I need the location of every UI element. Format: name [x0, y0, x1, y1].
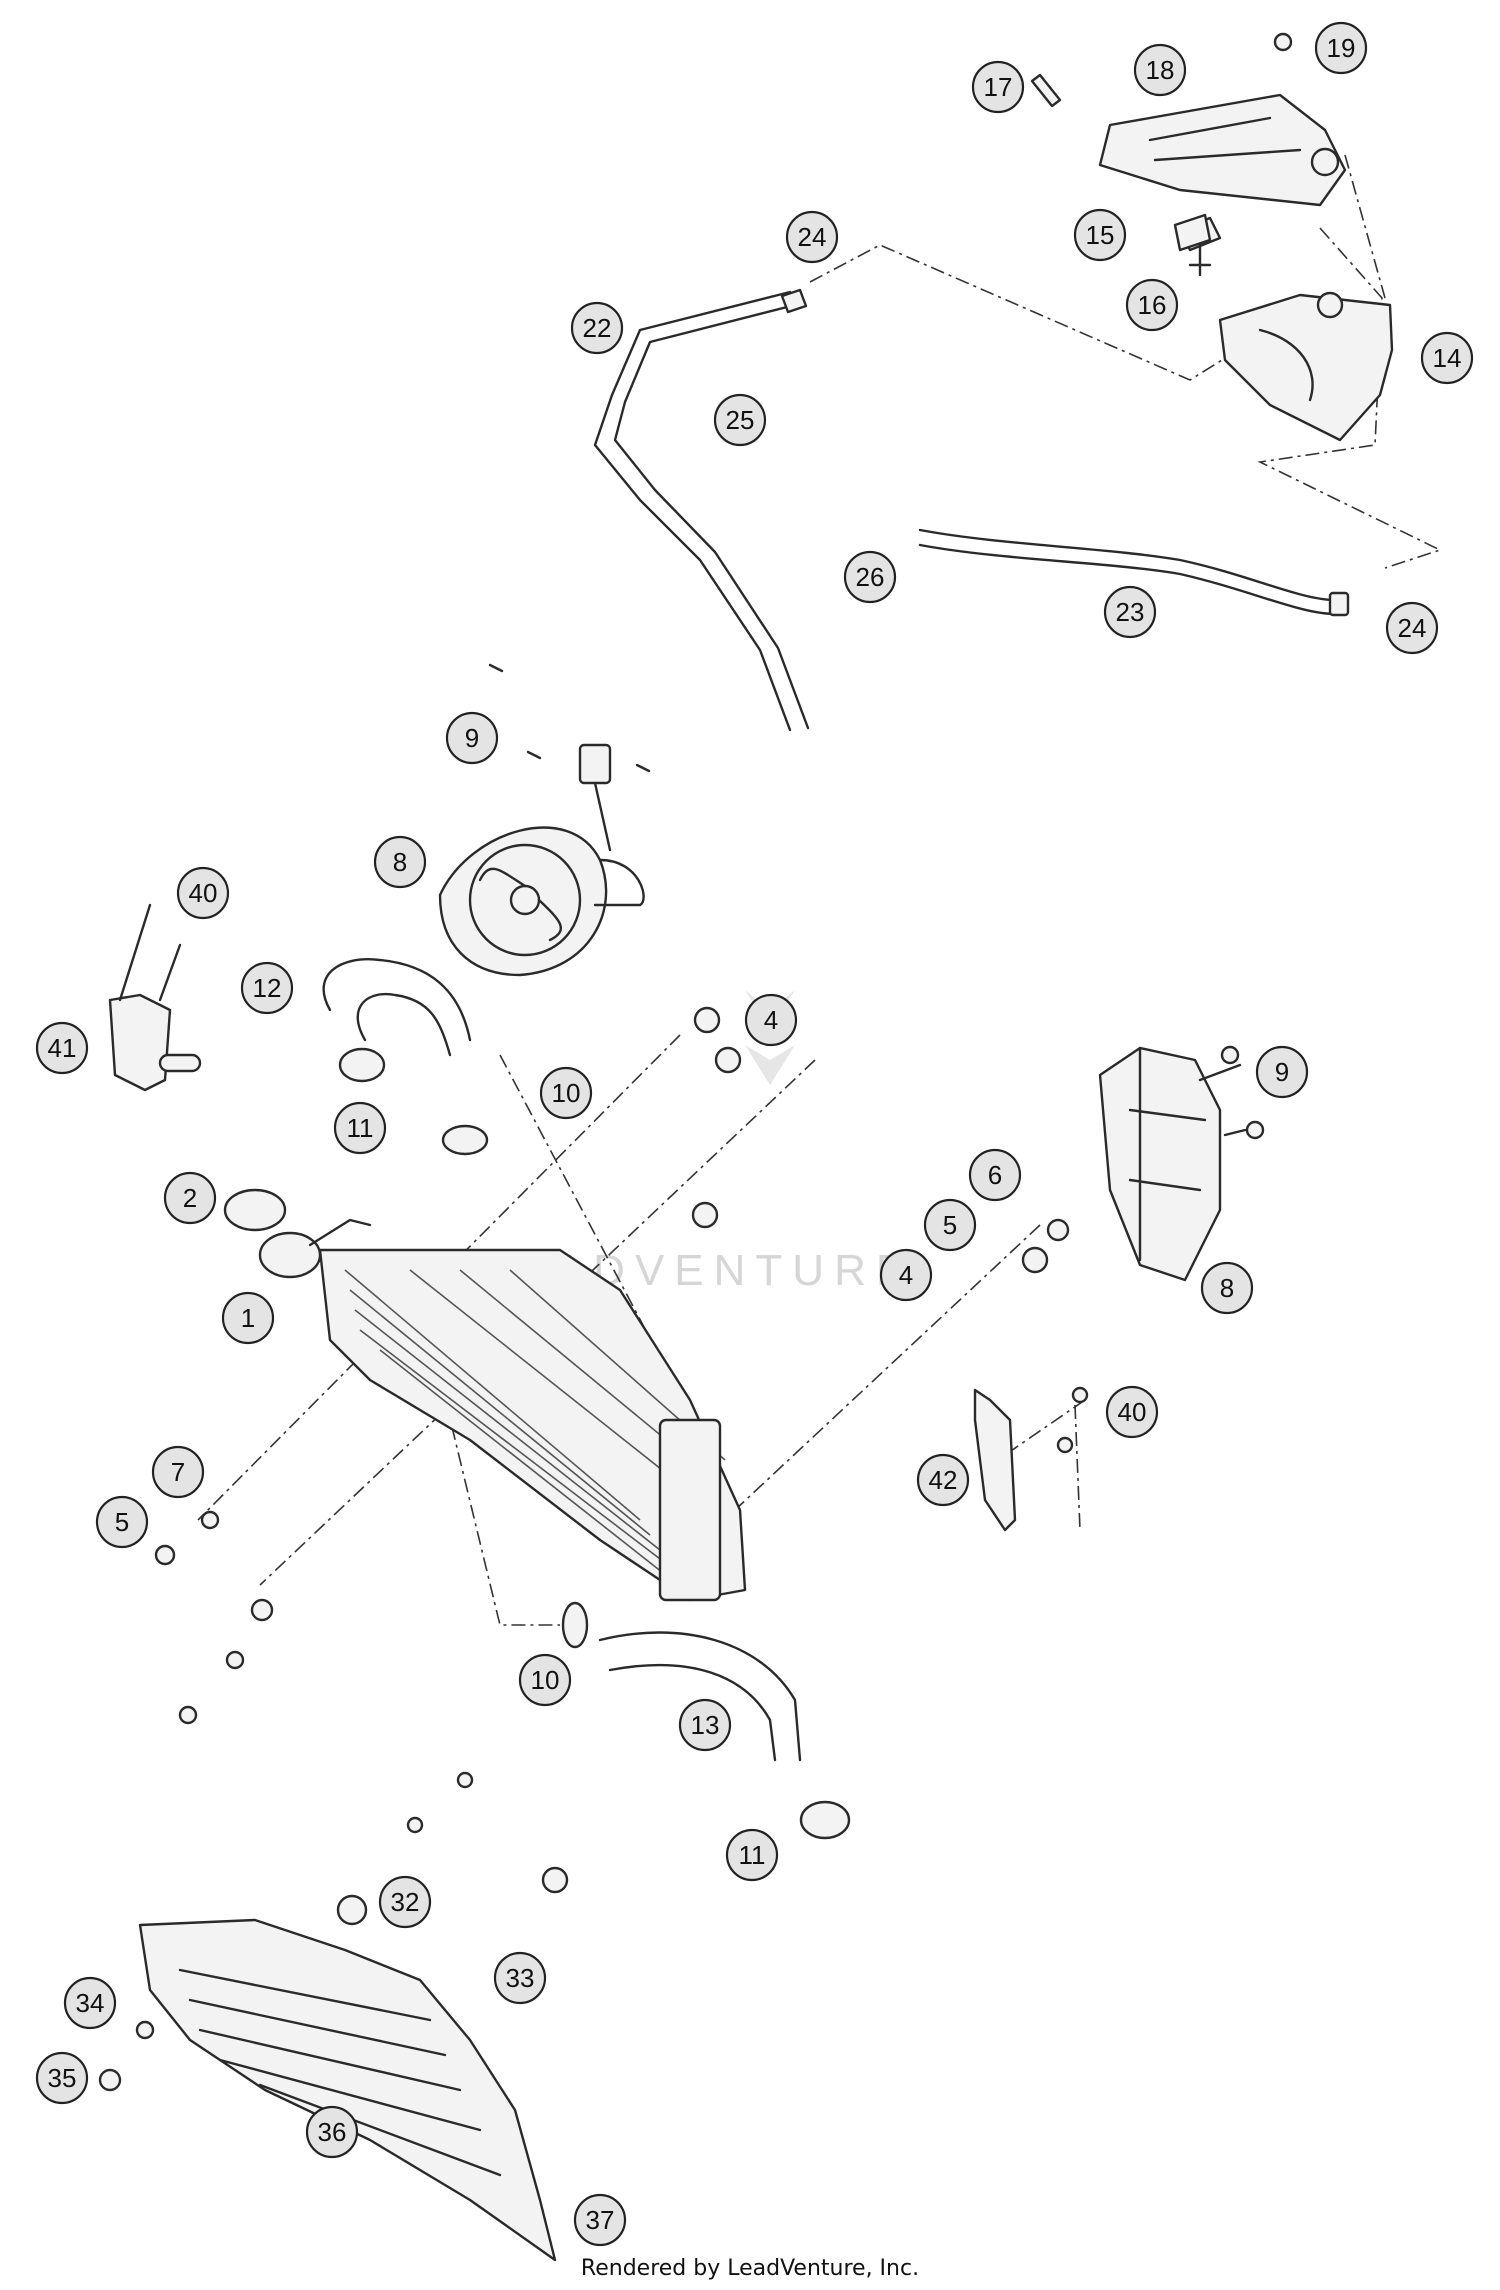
callout-13: 13: [678, 1698, 732, 1752]
hoses-12-13: [322, 958, 851, 1840]
callout-10-b: 10: [518, 1653, 572, 1707]
callout-40: 40: [176, 866, 230, 920]
footer-credit: Rendered by LeadVenture, Inc.: [580, 2256, 920, 2281]
radiator-fins: [344, 1269, 726, 1581]
callout-12: 12: [240, 961, 294, 1015]
callout-42: 42: [916, 1453, 970, 1507]
callout-40-b: 40: [1105, 1385, 1159, 1439]
hose-22: [593, 288, 810, 732]
callout-34: 34: [63, 1976, 117, 2030]
svg-text:4: 4: [764, 1005, 778, 1035]
bracket-41: [108, 903, 202, 1092]
callout-25: 25: [713, 393, 767, 447]
svg-text:22: 22: [583, 313, 612, 343]
callout-35: 35: [35, 2051, 89, 2105]
svg-text:24: 24: [798, 222, 827, 252]
svg-text:9: 9: [1275, 1057, 1289, 1087]
svg-text:42: 42: [929, 1465, 958, 1495]
callout-14: 14: [1420, 331, 1474, 385]
callout-22: 22: [570, 301, 624, 355]
fasteners: [135, 32, 1293, 2040]
radiator-guard: [98, 1894, 557, 2262]
svg-text:10: 10: [552, 1078, 581, 1108]
callout-8-b: 8: [1200, 1261, 1254, 1315]
svg-text:24: 24: [1398, 613, 1427, 643]
svg-text:14: 14: [1433, 343, 1462, 373]
callout-17: 17: [971, 60, 1025, 114]
callout-11-b: 11: [725, 1828, 779, 1882]
svg-text:7: 7: [171, 1457, 185, 1487]
radiator: [223, 1188, 747, 1602]
callout-7: 7: [151, 1445, 205, 1499]
svg-text:35: 35: [48, 2063, 77, 2093]
hose-23: [918, 528, 1350, 617]
callout-32: 32: [378, 1875, 432, 1929]
svg-text:12: 12: [253, 973, 282, 1003]
callout-24-b: 24: [1385, 601, 1439, 655]
svg-text:25: 25: [726, 405, 755, 435]
svg-text:15: 15: [1086, 220, 1115, 250]
callout-6: 6: [968, 1148, 1022, 1202]
callout-18: 18: [1133, 43, 1187, 97]
callout-8: 8: [373, 835, 427, 889]
fan-right: [1098, 1046, 1247, 1282]
callout-16: 16: [1125, 278, 1179, 332]
callout-4-b: 4: [879, 1248, 933, 1302]
callout-41: 41: [35, 1021, 89, 1075]
svg-text:13: 13: [691, 1710, 720, 1740]
fan-left: [438, 663, 651, 977]
callout-37: 37: [573, 2193, 627, 2247]
svg-text:18: 18: [1146, 55, 1175, 85]
callout-5: 5: [95, 1495, 149, 1549]
callout-9: 9: [445, 711, 499, 765]
callout-23: 23: [1103, 585, 1157, 639]
svg-text:6: 6: [988, 1160, 1002, 1190]
svg-text:19: 19: [1327, 33, 1356, 63]
callout-2: 2: [163, 1171, 217, 1225]
svg-text:5: 5: [115, 1507, 129, 1537]
callout-4: 4: [744, 993, 798, 1047]
svg-text:5: 5: [943, 1210, 957, 1240]
callout-11: 11: [333, 1101, 387, 1155]
svg-text:16: 16: [1138, 290, 1167, 320]
svg-text:34: 34: [76, 1988, 105, 2018]
callout-15: 15: [1073, 208, 1127, 262]
callout-10: 10: [539, 1066, 593, 1120]
svg-text:33: 33: [506, 1963, 535, 1993]
bracket-42: [973, 1388, 1017, 1532]
svg-text:26: 26: [856, 562, 885, 592]
svg-text:37: 37: [586, 2205, 615, 2235]
svg-text:8: 8: [1220, 1273, 1234, 1303]
callout-1: 1: [221, 1291, 275, 1345]
svg-text:23: 23: [1116, 597, 1145, 627]
svg-text:36: 36: [318, 2117, 347, 2147]
svg-text:1: 1: [241, 1303, 255, 1333]
svg-text:17: 17: [984, 72, 1013, 102]
svg-text:8: 8: [393, 847, 407, 877]
callout-26: 26: [843, 550, 897, 604]
svg-text:9: 9: [465, 723, 479, 753]
callout-19: 19: [1314, 21, 1368, 75]
svg-text:11: 11: [739, 1840, 766, 1870]
callout-5-b: 5: [923, 1198, 977, 1252]
svg-text:11: 11: [347, 1113, 374, 1143]
callout-24: 24: [785, 210, 839, 264]
svg-text:32: 32: [391, 1887, 420, 1917]
svg-text:40: 40: [189, 878, 218, 908]
svg-text:10: 10: [531, 1665, 560, 1695]
callout-9-b: 9: [1255, 1045, 1309, 1099]
expansion-tank: [1098, 93, 1394, 442]
svg-text:40: 40: [1118, 1397, 1147, 1427]
callout-36: 36: [305, 2105, 359, 2159]
svg-text:41: 41: [48, 1033, 77, 1063]
callout-33: 33: [493, 1951, 547, 2005]
svg-text:2: 2: [183, 1183, 197, 1213]
svg-text:4: 4: [899, 1260, 913, 1290]
